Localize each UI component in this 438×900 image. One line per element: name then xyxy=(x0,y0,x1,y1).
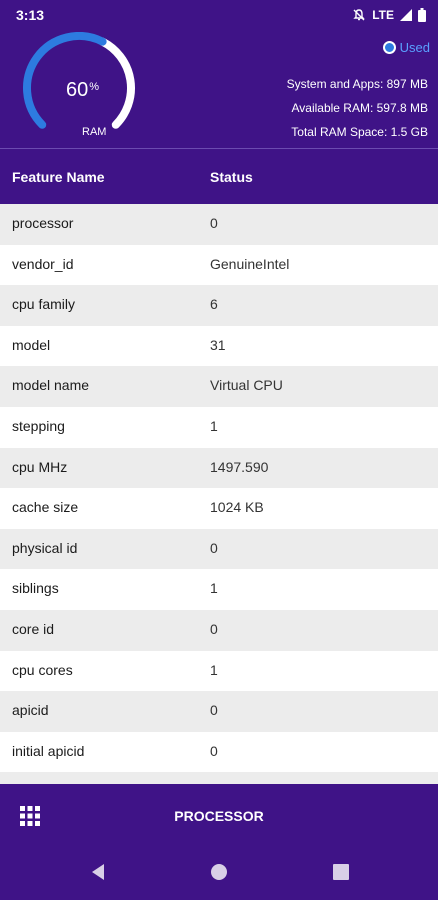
feature-status: 6 xyxy=(210,296,218,313)
feature-status: 1 xyxy=(210,661,218,678)
feature-status: 0 xyxy=(210,620,218,637)
feature-name: apicid xyxy=(12,702,49,719)
ram-gauge-arc xyxy=(23,32,135,129)
table-row: model name Virtual CPU xyxy=(0,366,438,407)
home-icon[interactable] xyxy=(209,862,229,887)
table-row: model 31 xyxy=(0,325,438,367)
table-row: vendor_id GenuineIntel xyxy=(0,244,438,286)
feature-status: 0 xyxy=(210,702,218,719)
memory-summary: 60% RAM Used System and Apps: 897 MB Ava… xyxy=(0,30,438,148)
feature-name: siblings xyxy=(12,580,59,597)
feature-status: 31 xyxy=(210,336,226,353)
table-row: cpu MHz 1497.590 xyxy=(0,447,438,489)
status-bar: 3:13 LTE xyxy=(0,0,438,30)
feature-name: core id xyxy=(12,620,55,637)
total-ram-stat: Total RAM Space: 1.5 GB xyxy=(291,125,428,139)
feature-status: 0 xyxy=(210,539,218,556)
table-row: stepping 1 xyxy=(0,406,438,448)
table-row: core id 0 xyxy=(0,609,438,651)
available-ram-stat: Available RAM: 597.8 MB xyxy=(291,101,428,115)
table-row: physical id 0 xyxy=(0,528,438,570)
recents-icon[interactable] xyxy=(331,862,351,887)
feature-name: cpu family xyxy=(12,296,76,313)
feature-status: 0 xyxy=(210,215,218,231)
table-row: initial apicid 0 xyxy=(0,731,438,773)
table-row: cpu family 6 xyxy=(0,285,438,326)
feature-status: GenuineIntel xyxy=(210,255,290,272)
grid-icon[interactable] xyxy=(20,806,40,826)
feature-name: initial apicid xyxy=(12,742,85,759)
ram-gauge-label: RAM xyxy=(82,126,107,138)
feature-status: 0 xyxy=(210,742,218,759)
network-type: LTE xyxy=(372,8,394,22)
table-header: Feature Name Status xyxy=(0,148,438,204)
screen-title: PROCESSOR xyxy=(174,808,264,824)
table-row: apicid 0 xyxy=(0,691,438,732)
feature-status: 1024 KB xyxy=(210,499,264,516)
feature-table[interactable]: processor 0 vendor_id GenuineIntel cpu fam… xyxy=(0,204,438,784)
table-row: fpu xyxy=(0,772,438,784)
feature-name: fpu xyxy=(12,783,31,784)
feature-status: Virtual CPU xyxy=(210,377,283,394)
signal-icon xyxy=(400,9,412,21)
memory-stats: System and Apps: 897 MB Available RAM: 5… xyxy=(287,72,428,144)
feature-name: physical id xyxy=(12,539,78,556)
legend-dot-icon xyxy=(382,41,396,54)
table-row: cache size 1024 KB xyxy=(0,488,438,529)
bottom-app-bar: PROCESSOR xyxy=(0,784,438,848)
feature-name: vendor_id xyxy=(12,255,74,272)
feature-name: model name xyxy=(12,377,90,394)
battery-icon xyxy=(418,8,426,22)
legend-label: Used xyxy=(399,40,430,55)
feature-name: cache size xyxy=(12,499,79,516)
feature-name: stepping xyxy=(12,417,65,434)
ram-percent: 60% xyxy=(66,79,100,101)
table-row: processor 0 xyxy=(0,204,438,245)
legend-used: Used xyxy=(382,40,430,55)
status-time: 3:13 xyxy=(16,7,45,23)
column-header-feature: Feature Name xyxy=(12,168,105,185)
system-apps-stat: System and Apps: 897 MB xyxy=(286,77,428,91)
feature-name: processor xyxy=(12,215,74,231)
feature-name: cpu MHz xyxy=(12,458,68,475)
bell-off-icon xyxy=(352,8,366,22)
back-icon[interactable] xyxy=(88,862,108,887)
column-header-status: Status xyxy=(210,168,253,185)
feature-status: 1497.590 xyxy=(210,458,269,475)
status-icons: LTE xyxy=(352,8,426,22)
table-row: siblings 1 xyxy=(0,569,438,610)
feature-name: model xyxy=(12,336,51,353)
table-row: cpu cores 1 xyxy=(0,650,438,692)
ram-gauge: 60% RAM xyxy=(20,32,138,144)
feature-name: cpu cores xyxy=(12,661,73,678)
system-nav-bar xyxy=(0,848,438,900)
feature-status: 1 xyxy=(210,417,218,434)
feature-status: 1 xyxy=(210,580,218,597)
